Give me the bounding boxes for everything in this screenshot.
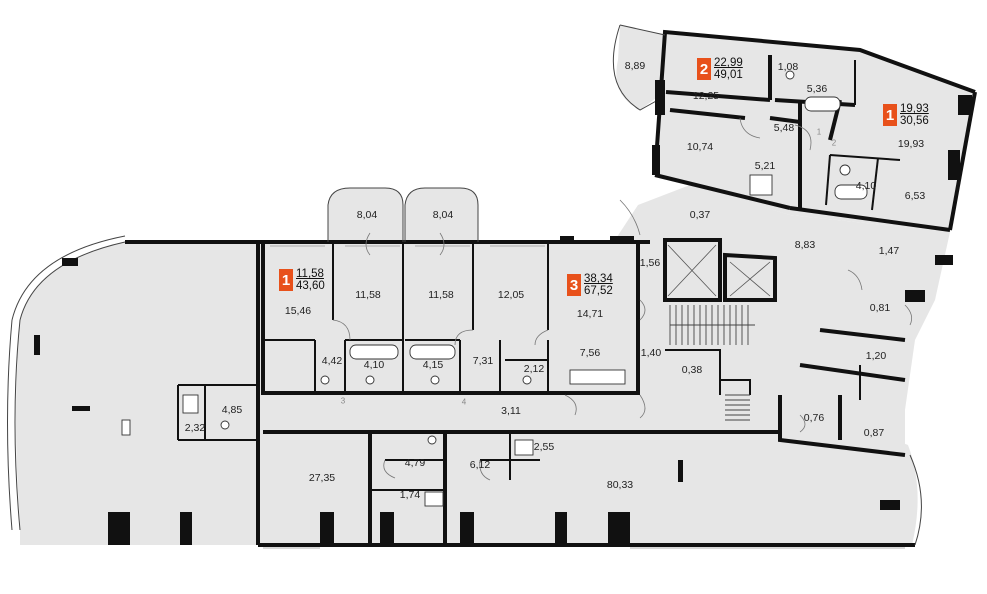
door-number: 2 xyxy=(831,138,837,148)
room-area: 1,74 xyxy=(399,488,421,501)
living-area: 11,58 xyxy=(296,268,324,280)
stairs xyxy=(667,244,771,421)
room-area: 1,20 xyxy=(865,349,887,362)
door-swings xyxy=(332,117,913,481)
fixtures xyxy=(121,70,868,507)
room-area: 7,56 xyxy=(579,346,601,359)
interior-walls xyxy=(177,55,906,545)
room-area: 1,08 xyxy=(777,60,799,73)
room-area: 6,53 xyxy=(904,189,926,202)
apartment-badge[interactable]: 3 38,34 67,52 xyxy=(567,273,613,297)
total-area: 30,56 xyxy=(900,115,929,127)
room-area: 7,31 xyxy=(472,354,494,367)
room-area: 10,74 xyxy=(686,140,714,153)
room-area: 0,87 xyxy=(863,426,885,439)
room-area: 4,85 xyxy=(221,403,243,416)
floor-fills xyxy=(16,25,975,545)
room-area: 4,10 xyxy=(855,179,877,192)
room-area: 0,38 xyxy=(681,363,703,376)
door-number: 3 xyxy=(340,396,346,406)
room-area: 3,11 xyxy=(501,404,521,417)
rooms-count: 2 xyxy=(697,58,711,80)
room-area: 8,04 xyxy=(356,208,378,221)
room-area: 5,48 xyxy=(773,121,795,134)
room-area: 12,05 xyxy=(497,288,525,301)
room-area: 4,15 xyxy=(422,358,444,371)
room-area: 4,10 xyxy=(363,358,385,371)
living-area: 22,99 xyxy=(714,57,743,69)
room-area: 0,76 xyxy=(803,411,825,424)
room-area: 6,12 xyxy=(469,458,491,471)
total-area: 49,01 xyxy=(714,69,743,81)
room-area: 4,79 xyxy=(404,456,426,469)
room-area: 27,35 xyxy=(308,471,336,484)
room-area: 5,21 xyxy=(754,159,776,172)
columns xyxy=(34,80,972,545)
living-area: 19,93 xyxy=(900,103,929,115)
apartment-badge[interactable]: 1 19,93 30,56 xyxy=(883,103,929,127)
apartment-badge[interactable]: 2 22,99 49,01 xyxy=(697,57,743,81)
rooms-count: 3 xyxy=(567,274,581,296)
room-area: 12,25 xyxy=(692,89,720,102)
room-area: 19,93 xyxy=(897,137,925,150)
room-area: 2,55 xyxy=(533,440,555,453)
room-area: 11,58 xyxy=(428,288,454,301)
room-area: 2,32 xyxy=(184,421,206,434)
room-area: 1,56 xyxy=(639,256,661,269)
room-area: 0,37 xyxy=(689,208,711,221)
living-area: 38,34 xyxy=(584,273,613,285)
room-area: 4,42 xyxy=(321,354,343,367)
room-area: 8,89 xyxy=(624,59,646,72)
apartment-badge[interactable]: 1 11,58 43,60 xyxy=(279,268,325,292)
room-area: 8,83 xyxy=(794,238,816,251)
door-number: 4 xyxy=(461,397,467,407)
total-area: 43,60 xyxy=(296,280,325,292)
room-area: 2,12 xyxy=(523,362,545,375)
rooms-count: 1 xyxy=(883,104,897,126)
room-area: 14,71 xyxy=(576,307,604,320)
room-area: 1,40 xyxy=(640,346,662,359)
window-marks xyxy=(263,245,905,549)
room-area: 11,58 xyxy=(355,288,381,301)
room-area: 15,46 xyxy=(284,304,312,317)
room-area: 0,81 xyxy=(869,301,891,314)
room-area: 5,36 xyxy=(806,82,828,95)
door-number: 1 xyxy=(816,127,822,137)
room-area: 8,04 xyxy=(432,208,454,221)
room-area: 80,33 xyxy=(606,478,634,491)
room-area: 1,47 xyxy=(878,244,900,257)
total-area: 67,52 xyxy=(584,285,613,297)
rooms-count: 1 xyxy=(279,269,293,291)
